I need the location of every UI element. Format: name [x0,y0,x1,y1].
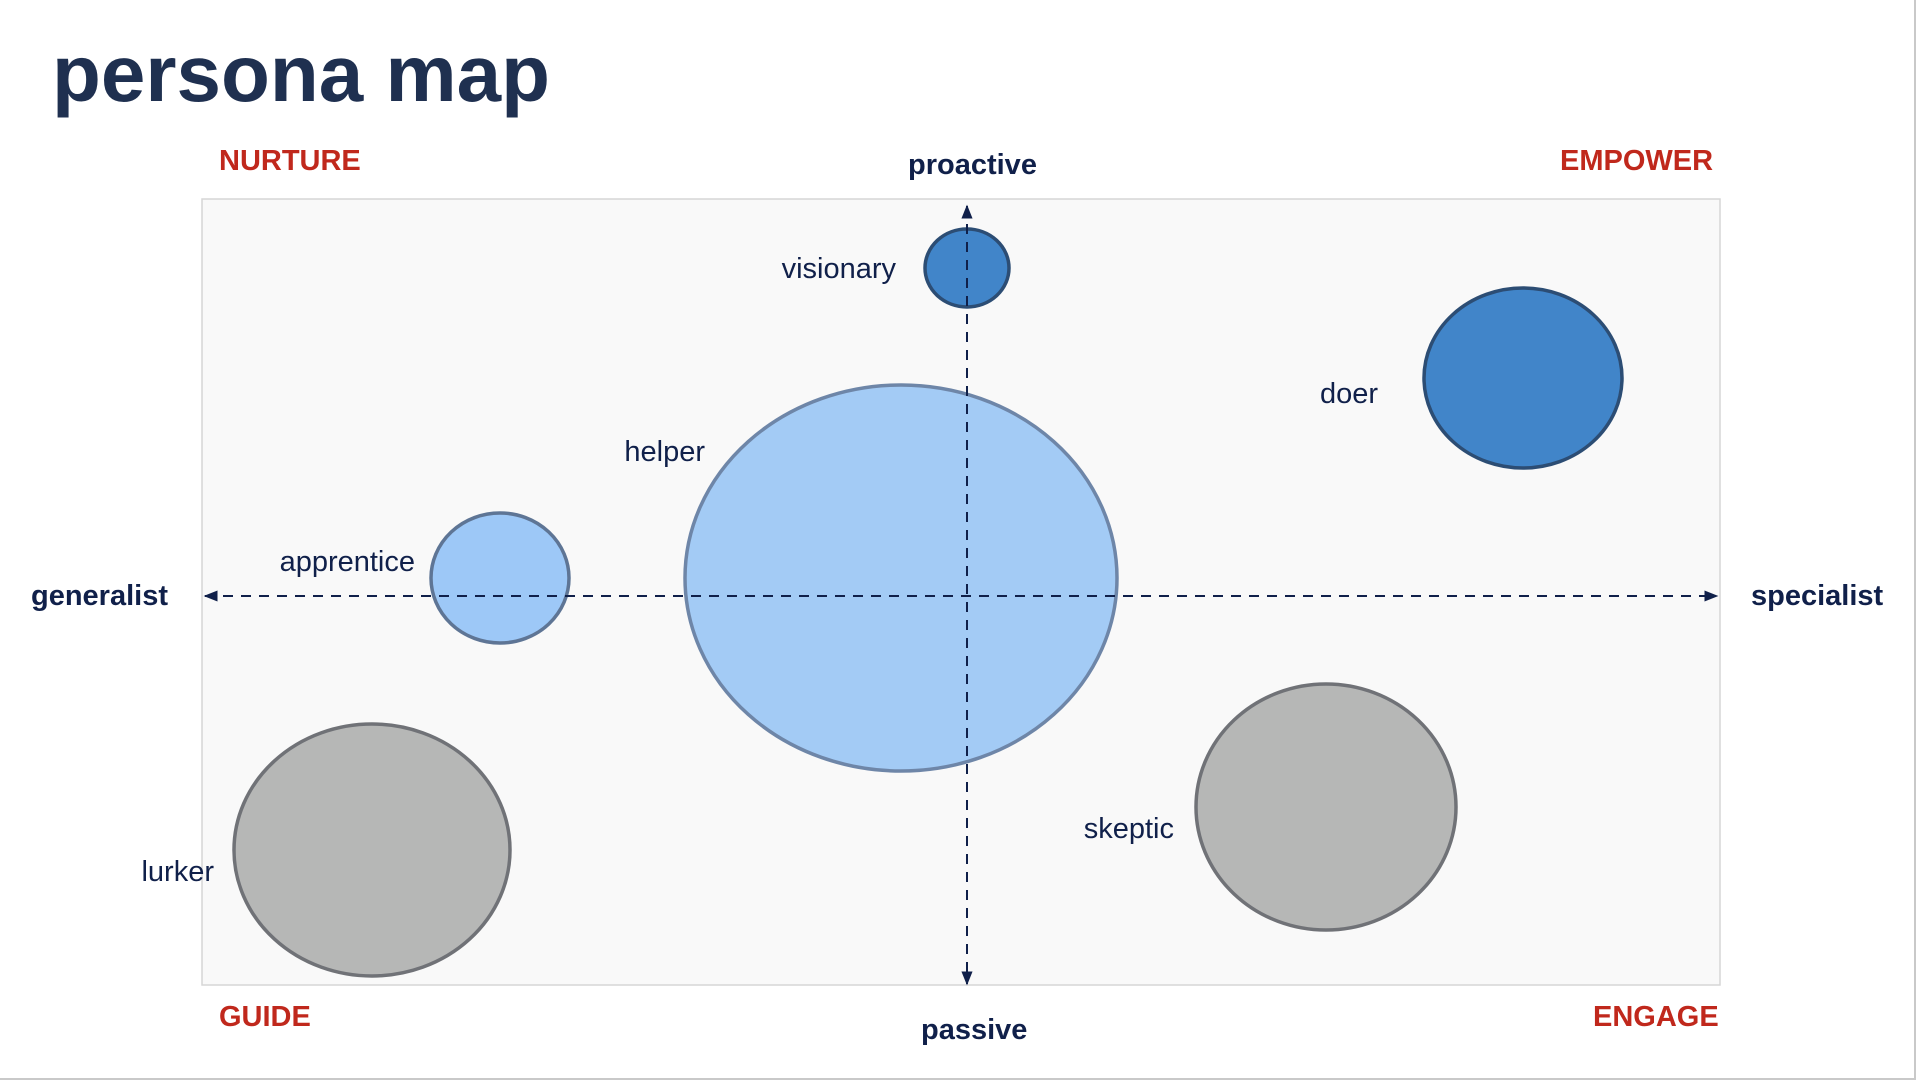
quadrant-label-engage: ENGAGE [1593,1001,1719,1033]
axis-label-passive: passive [921,1014,1028,1046]
bubble-helper [683,383,1119,773]
page-title: persona map [52,29,550,118]
bubble-apprentice [429,511,571,645]
bubble-skeptic [1194,682,1458,932]
quadrant-label-empower: EMPOWER [1560,145,1714,177]
persona-label-skeptic: skeptic [1084,813,1174,845]
persona-label-lurker: lurker [141,856,214,888]
bubble-doer [1422,286,1624,470]
axis-label-generalist: generalist [31,580,168,612]
persona-label-doer: doer [1320,378,1378,410]
bubble-lurker [232,722,512,978]
quadrant-label-guide: GUIDE [219,1001,311,1033]
persona-label-visionary: visionary [782,253,897,285]
persona-label-apprentice: apprentice [280,546,415,578]
axis-label-specialist: specialist [1751,580,1884,612]
persona-label-helper: helper [624,436,705,468]
quadrant-label-nurture: NURTURE [219,145,361,177]
axis-label-proactive: proactive [908,149,1037,181]
